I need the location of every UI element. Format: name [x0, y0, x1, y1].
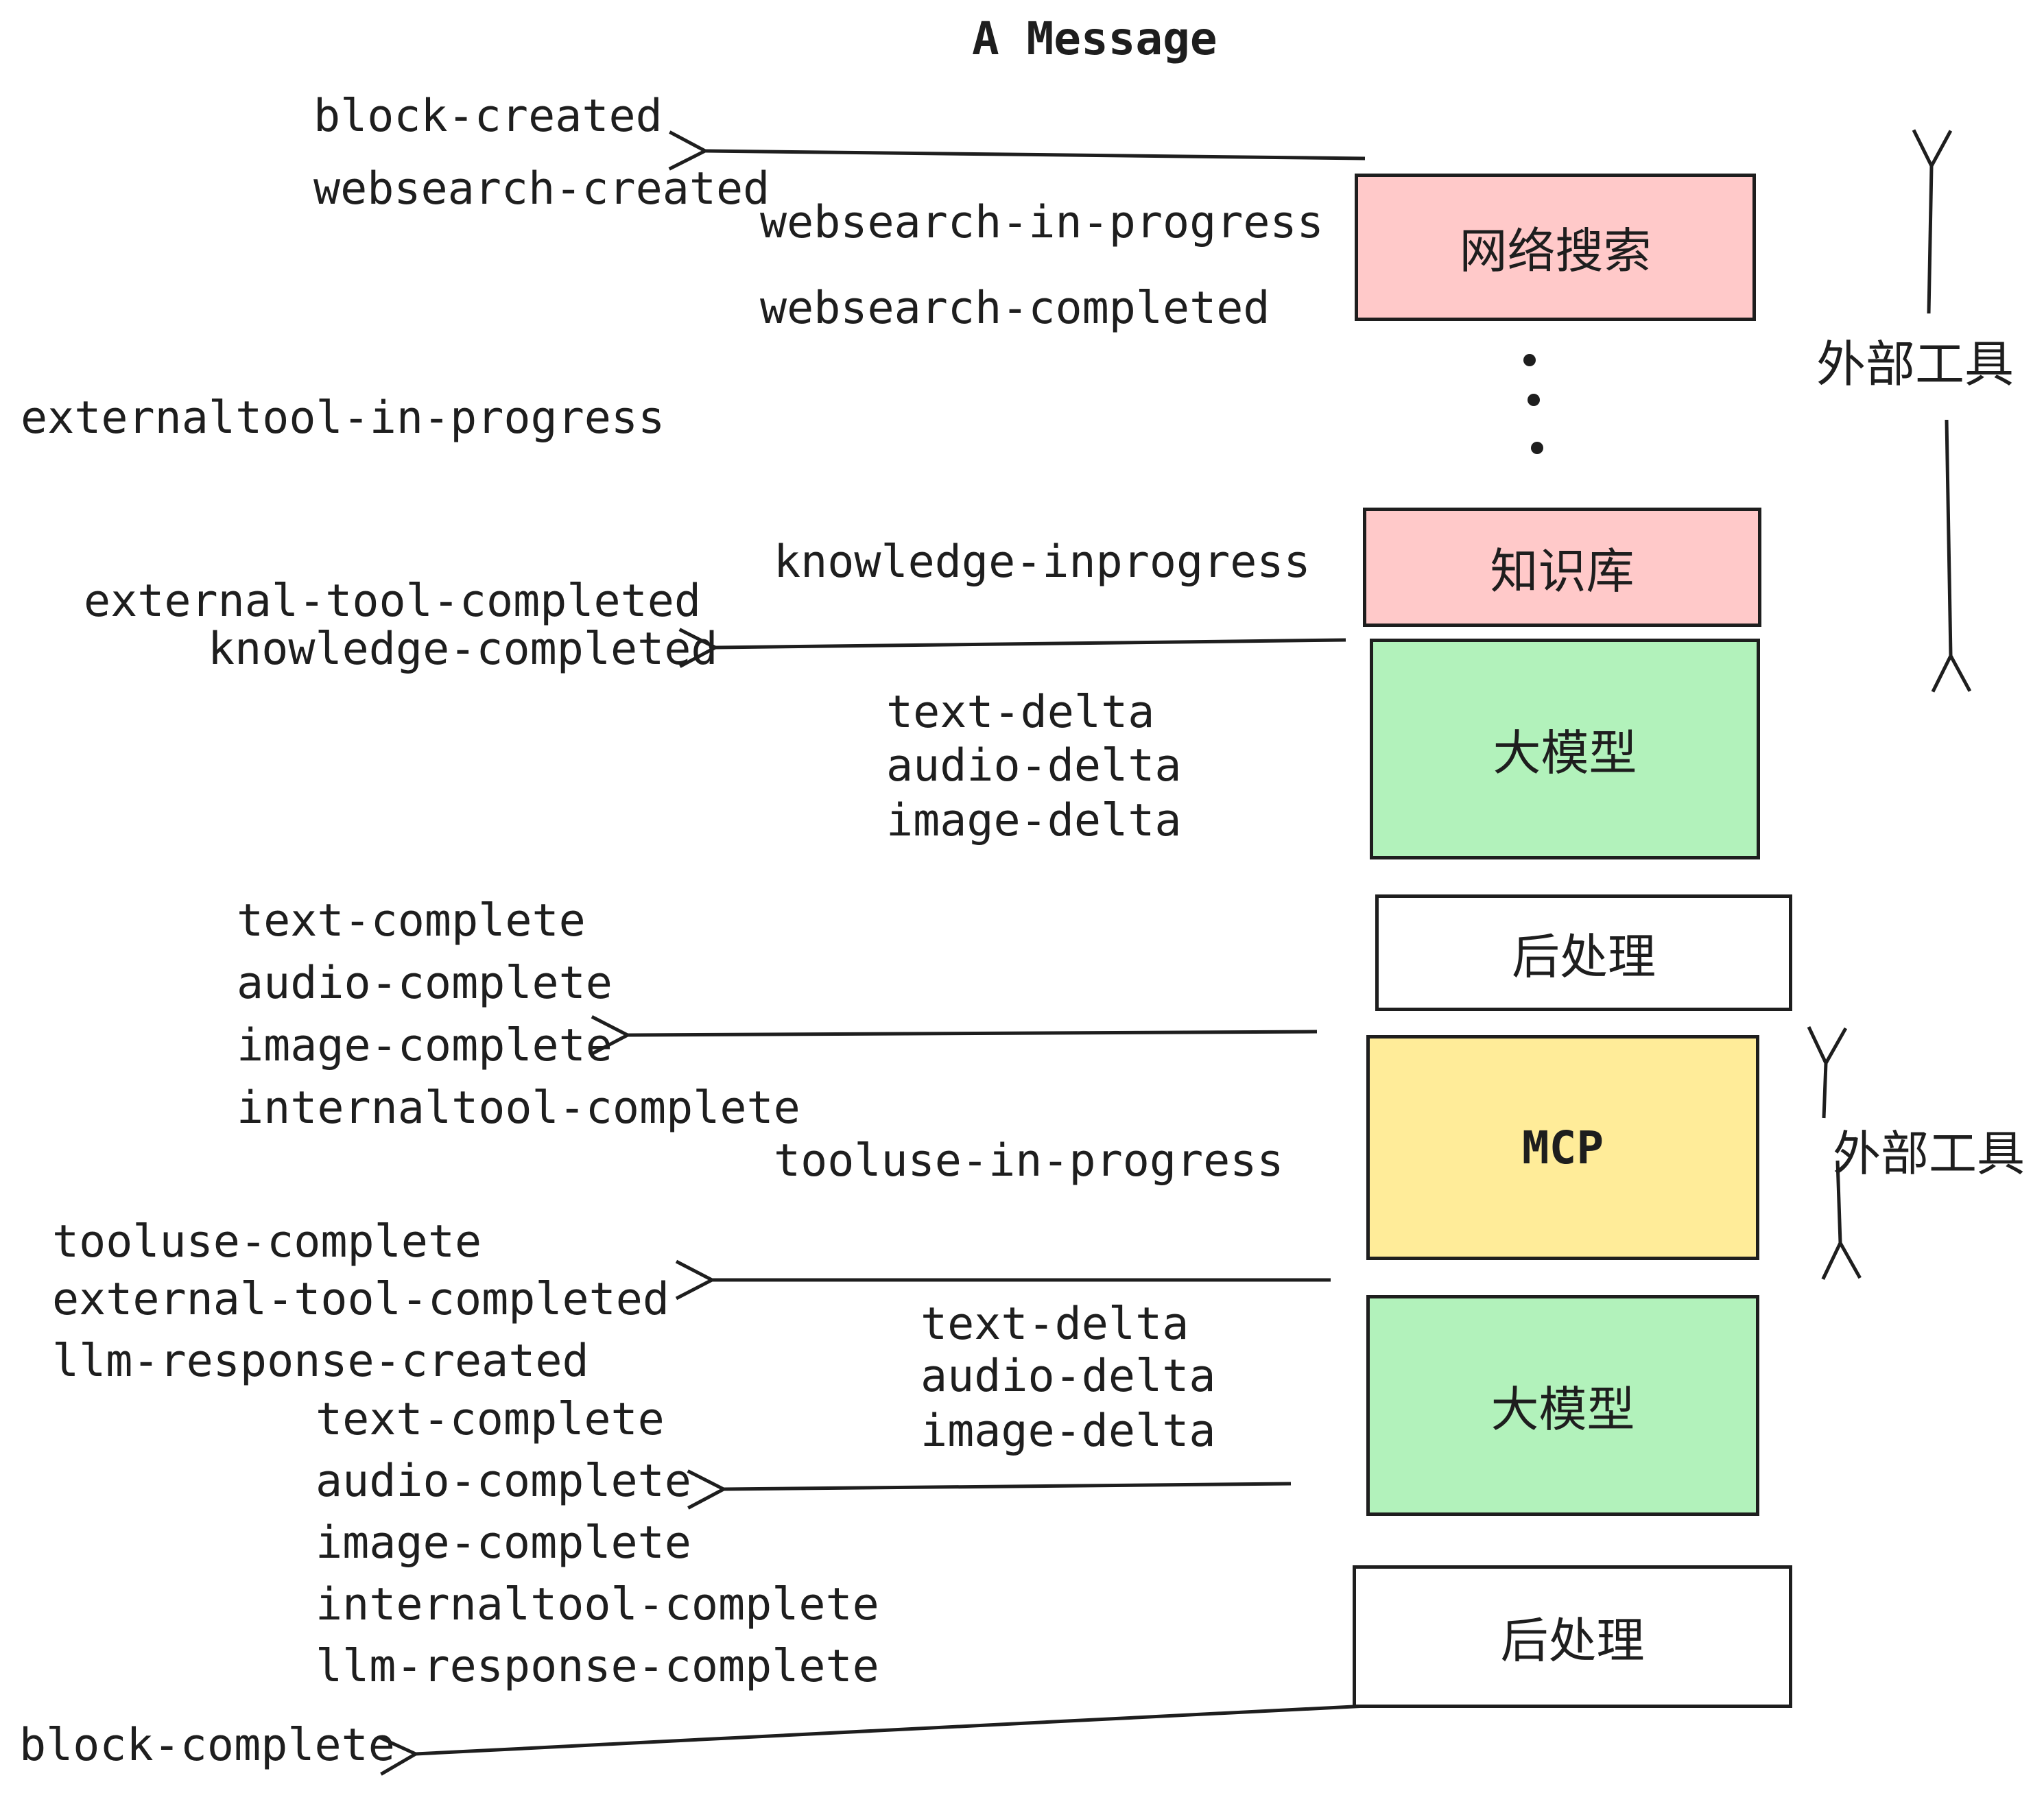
mcp-up-arrow [1807, 1025, 1848, 1119]
node-websearch: 网络搜索 [1355, 174, 1756, 321]
event-label-external-tool-completed-2: external-tool-completed [52, 1274, 670, 1325]
event-label-audio-complete-2: audio-complete [316, 1456, 691, 1507]
arrow-to-knowledge-completed [678, 628, 1346, 668]
node-knowledge-base: 知识库 [1363, 508, 1761, 627]
node-websearch-label: 网络搜索 [1459, 223, 1652, 279]
external-tools-label-top: 外部工具 [1816, 335, 2015, 393]
node-llm-1-label: 大模型 [1493, 724, 1637, 781]
event-label-image-complete-1: image-complete [237, 1020, 613, 1071]
event-label-text-delta-2: text-delta [920, 1298, 1189, 1350]
event-label-llm-response-created: llm-response-created [52, 1336, 589, 1387]
vertical-ellipsis [1523, 354, 1543, 454]
event-label-image-complete-2: image-complete [316, 1517, 691, 1569]
node-llm-2-label: 大模型 [1490, 1381, 1635, 1438]
event-label-tooluse-complete: tooluse-complete [52, 1216, 482, 1268]
node-postprocess-2: 后处理 [1353, 1565, 1792, 1708]
arrow-to-websearch-created [668, 130, 1366, 171]
event-label-audio-delta-1: audio-delta [886, 740, 1182, 792]
event-label-tooluse-in-progress: tooluse-in-progress [774, 1135, 1284, 1187]
arrow-to-block-complete [378, 1704, 1368, 1776]
event-label-websearch-created: websearch-created [313, 163, 770, 215]
event-label-internaltool-complete-1: internaltool-complete [237, 1082, 800, 1134]
node-postprocess-1-label: 后处理 [1512, 928, 1656, 985]
node-mcp: MCP [1366, 1035, 1759, 1260]
event-label-text-complete-1: text-complete [237, 895, 586, 947]
page-title: A Message [972, 12, 1217, 65]
node-llm-2: 大模型 [1366, 1295, 1759, 1516]
arrow-to-image-complete [591, 1015, 1318, 1056]
event-label-websearch-in-progress: websearch-in-progress [760, 197, 1324, 248]
event-label-websearch-completed: websearch-completed [760, 283, 1270, 334]
arrow-to-audio-complete [687, 1469, 1292, 1510]
node-knowledge-base-label: 知识库 [1490, 543, 1635, 600]
node-llm-1: 大模型 [1370, 639, 1760, 859]
event-label-image-delta-2: image-delta [920, 1405, 1216, 1457]
event-label-block-created: block-created [313, 91, 663, 142]
event-label-knowledge-completed: knowledge-completed [208, 624, 718, 675]
event-label-block-complete: block-complete [19, 1720, 395, 1771]
event-label-knowledge-inprogress: knowledge-inprogress [774, 536, 1311, 588]
node-mcp-label: MCP [1521, 1121, 1604, 1174]
event-label-image-delta-1: image-delta [886, 795, 1182, 846]
event-label-audio-delta-2: audio-delta [920, 1351, 1216, 1402]
node-postprocess-2-label: 后处理 [1500, 1612, 1645, 1669]
event-label-internaltool-complete-2: internaltool-complete [316, 1579, 879, 1630]
event-label-audio-complete-1: audio-complete [237, 958, 613, 1009]
event-label-externaltool-in-progress: externaltool-in-progress [21, 392, 665, 444]
external-tools-label-mcp: 外部工具 [1833, 1126, 2025, 1182]
external-tools-down-arrow [1931, 419, 1972, 693]
event-label-text-complete-2: text-complete [316, 1394, 665, 1445]
event-label-text-delta-1: text-delta [886, 687, 1155, 738]
event-label-external-tool-completed-1: external-tool-completed [84, 575, 702, 627]
event-label-llm-response-complete: llm-response-complete [316, 1641, 879, 1692]
node-postprocess-1: 后处理 [1375, 894, 1792, 1011]
external-tools-up-arrow [1912, 129, 1953, 314]
